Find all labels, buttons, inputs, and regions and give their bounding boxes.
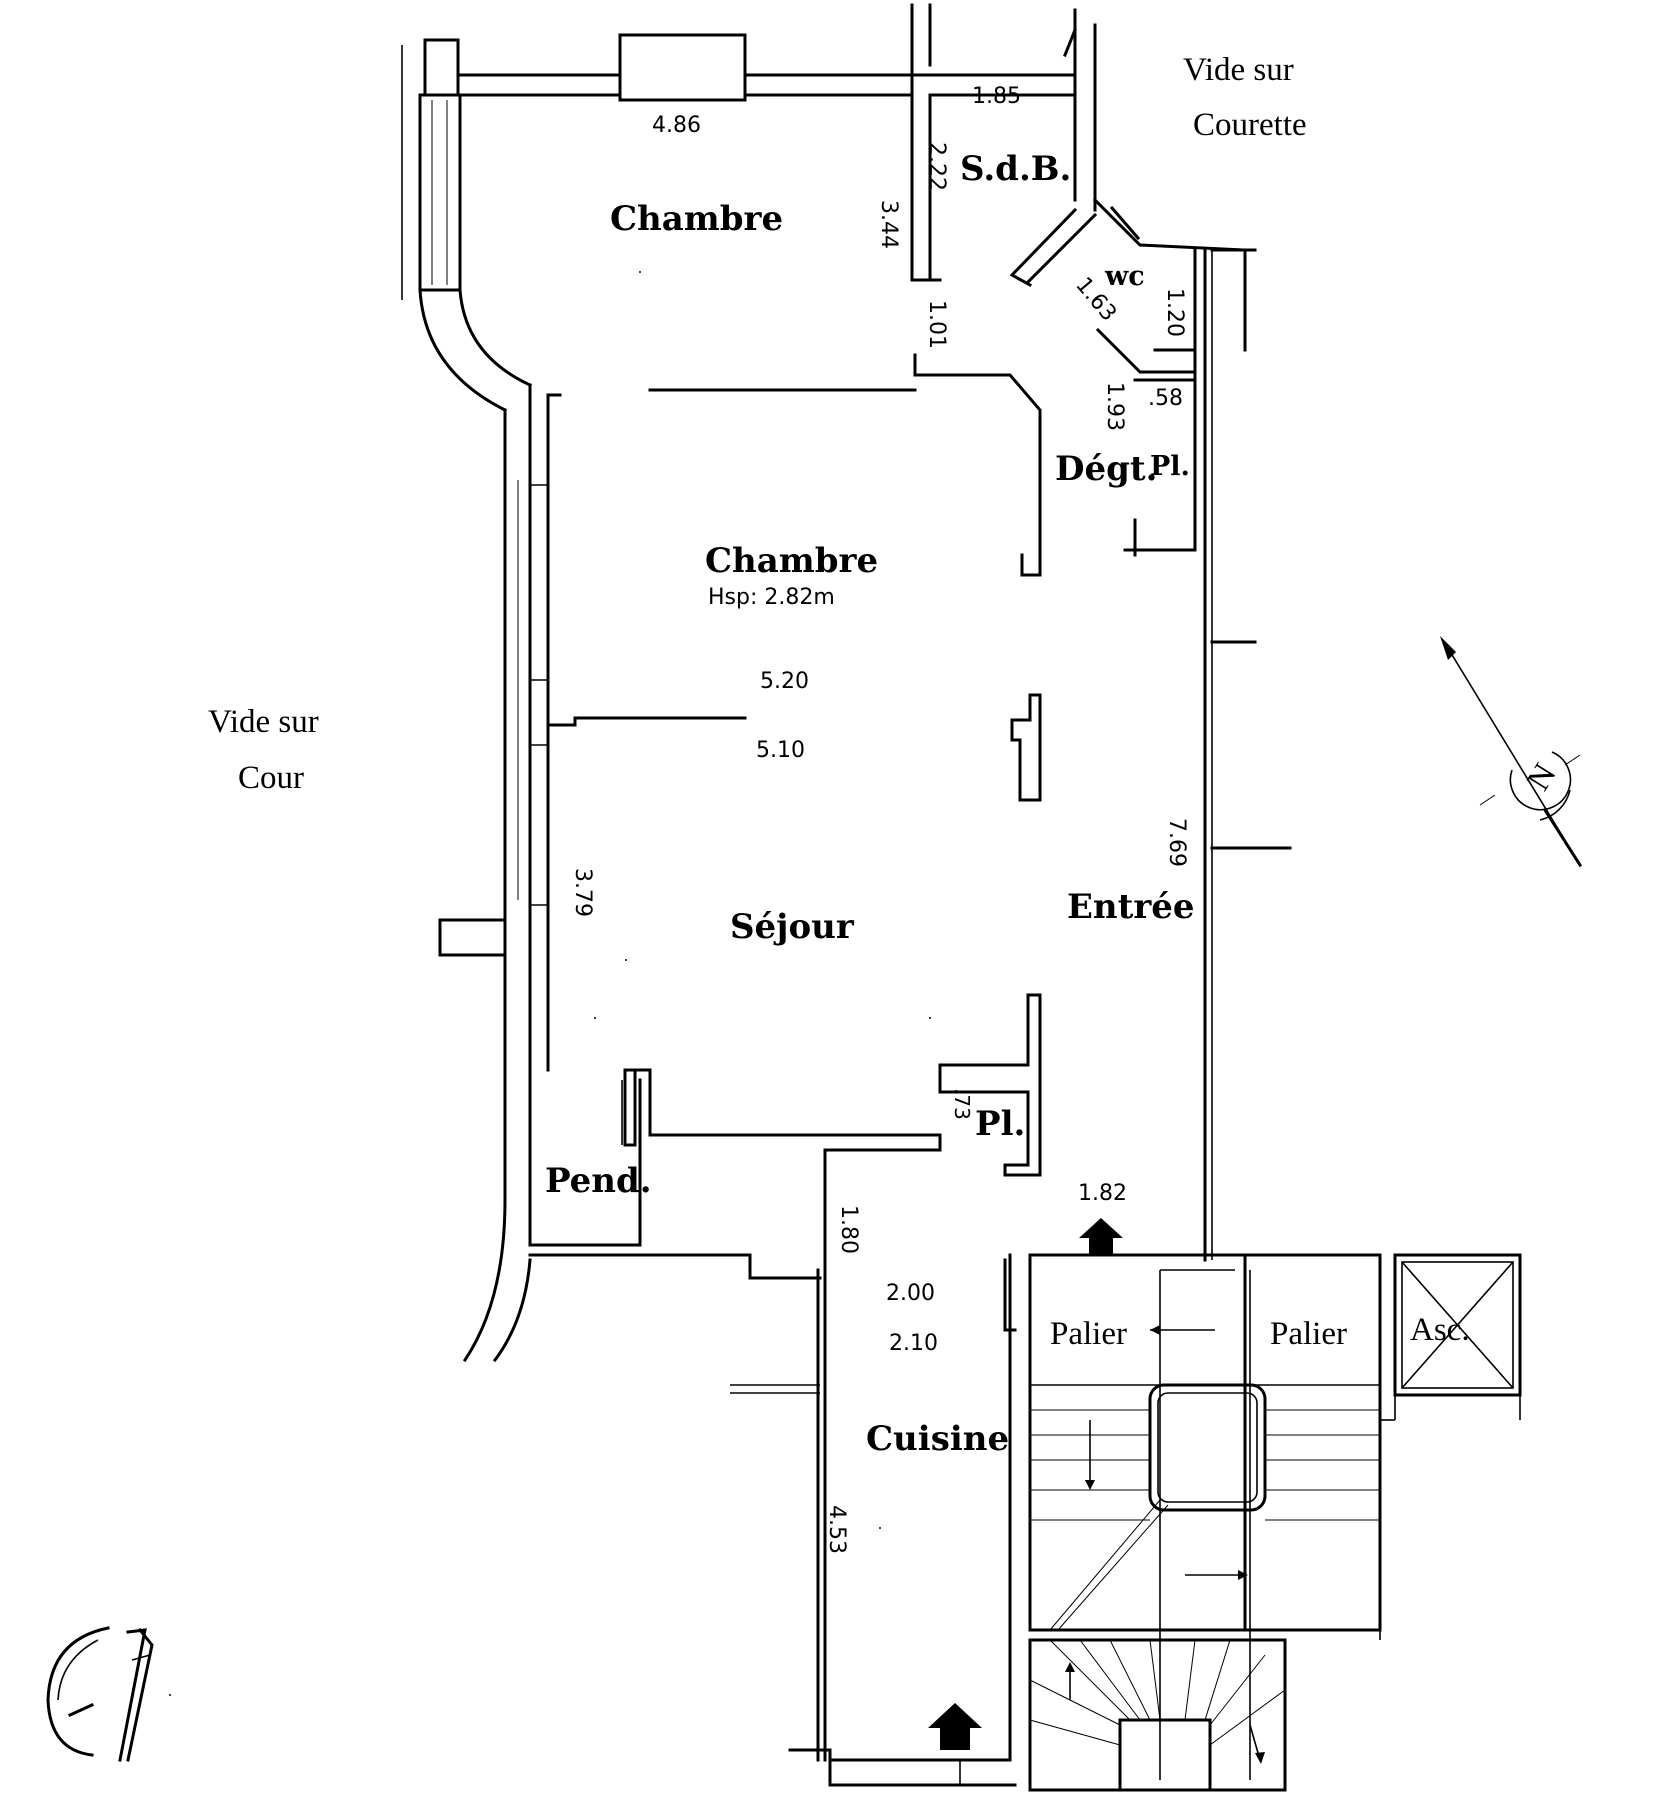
room-entree: Entrée <box>1067 887 1195 927</box>
room-placard-2: Pl. <box>975 1104 1025 1144</box>
room-cuisine: Cuisine <box>866 1419 1009 1459</box>
dim-210: 2.10 <box>889 1331 938 1356</box>
ceiling-height: Hsp: 2.82m <box>708 585 835 610</box>
dim-379: 3.79 <box>570 868 595 917</box>
entry-arrow-bottom <box>928 1703 982 1750</box>
dim-453: 4.53 <box>824 1505 849 1554</box>
dim-182: 1.82 <box>1078 1181 1127 1206</box>
room-palier-1: Palier <box>1050 1316 1127 1352</box>
dim-486: 4.86 <box>652 113 701 138</box>
room-chambre-2: Chambre <box>705 541 878 581</box>
west-facade-walls <box>401 38 627 1363</box>
dim-058: .58 <box>1148 386 1183 411</box>
cour-label-line2: Cour <box>238 760 304 796</box>
room-wc: wc <box>1104 261 1145 292</box>
north-walls <box>456 3 1292 1262</box>
room-palier-2: Palier <box>1270 1316 1347 1352</box>
dim-344: 3.44 <box>876 200 901 249</box>
courette-label-line1: Vide sur <box>1183 52 1294 88</box>
dim-101: 1.01 <box>924 300 949 349</box>
dim-510: 5.10 <box>756 738 805 763</box>
room-sdb: S.d.B. <box>960 149 1071 189</box>
dim-520: 5.20 <box>760 669 809 694</box>
scan-specks <box>169 271 931 1696</box>
north-compass: N <box>1440 636 1583 868</box>
courette-label-line2: Courette <box>1193 107 1307 143</box>
cour-label-line1: Vide sur <box>208 704 319 740</box>
architect-logo <box>46 1626 154 1762</box>
dim-193: 1.93 <box>1102 382 1127 431</box>
room-chambre-1: Chambre <box>610 199 783 239</box>
dim-185: 1.85 <box>972 84 1021 109</box>
staircase <box>1003 1253 1522 1792</box>
interior-walls <box>528 353 1042 1787</box>
dim-120: 1.20 <box>1162 288 1187 337</box>
dim-200: 2.00 <box>886 1281 935 1306</box>
room-pend: Pend. <box>545 1161 652 1201</box>
dim-769: 7.69 <box>1164 818 1189 867</box>
north-letter: N <box>1520 757 1563 796</box>
room-sejour: Séjour <box>730 907 855 947</box>
dim-073: .73 <box>950 1088 974 1120</box>
dim-222: 2.22 <box>924 142 949 191</box>
room-ascenseur: Asc. <box>1410 1312 1470 1348</box>
room-degt: Dégt. <box>1055 449 1157 489</box>
room-placard-1: Pl. <box>1150 451 1190 482</box>
dim-180: 1.80 <box>836 1205 861 1254</box>
entry-arrow-top <box>1079 1218 1123 1255</box>
